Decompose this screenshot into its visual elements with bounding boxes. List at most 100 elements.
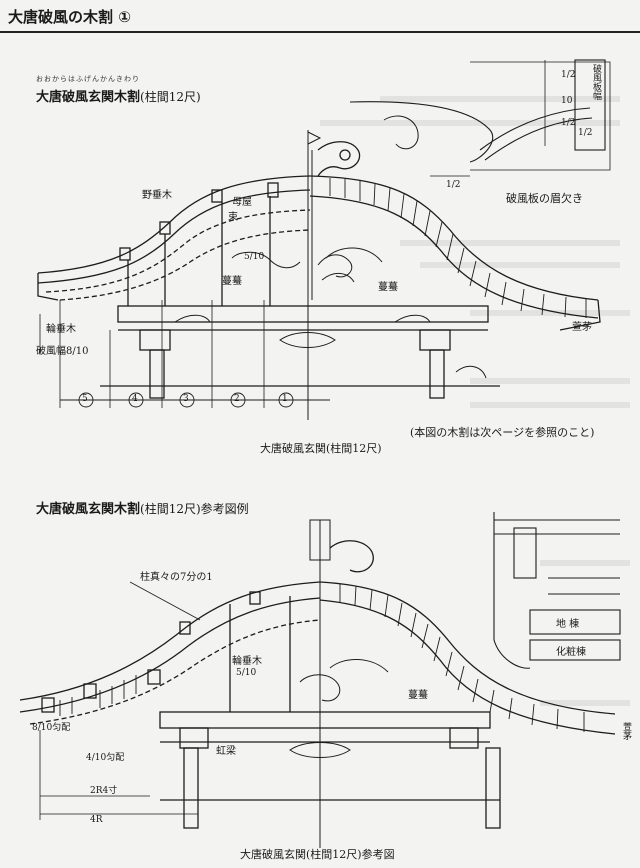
label-dim-2r4: 2R4寸 — [90, 786, 118, 796]
bleed-through-line — [470, 402, 630, 408]
ridge-finial — [309, 519, 331, 561]
inset-eyebrow-curve-2 — [484, 117, 593, 161]
purlin-moya — [211, 189, 223, 203]
wave2-ornament — [299, 674, 341, 702]
inset-ten: 10 — [561, 96, 573, 106]
section2-heading-text: 大唐破風玄関木割 — [36, 502, 141, 517]
section2-caption: 大唐破風玄関(柱間12尺)参考図 — [240, 848, 395, 861]
inset-board-curve — [349, 101, 494, 163]
page-title-badge: ① — [118, 8, 131, 26]
label-keshomune: 化粧棟 — [556, 647, 586, 658]
dim-mark-5: 5 — [82, 394, 88, 404]
page-title-text: 大唐破風の木割 — [8, 8, 114, 26]
label-kaya: 萱茅 — [621, 722, 631, 740]
ridge-detail-inset — [493, 512, 621, 669]
inset-frame — [470, 61, 611, 171]
lower-main-lintel — [159, 711, 491, 729]
kaerumata-right — [325, 247, 383, 263]
section1-note: (本図の木割は次ページを参照のこと) — [410, 426, 595, 439]
bleed-through-line — [540, 560, 630, 566]
label-hafu-haba: 破風幅8/10 — [36, 346, 89, 357]
kaerumata2 — [329, 658, 389, 673]
label-jimune: 地 棟 — [556, 619, 580, 630]
section1-heading: 大唐破風玄関木割(柱間12尺) — [36, 86, 201, 105]
scroll-right — [394, 314, 431, 323]
label-kaerumata-right: 蔓蟇 — [378, 282, 398, 293]
inset-vertical-label: 破風板幅 — [591, 64, 601, 100]
label-dim-4r: 4R — [90, 815, 103, 825]
label-ratio-510-2: 5/10 — [236, 668, 257, 678]
roof2-inner-curve — [319, 599, 616, 735]
purlin2-end — [41, 697, 55, 713]
label-kaerumata-left: 蔓蟇 — [222, 276, 242, 287]
roof-inner-curve — [309, 195, 599, 319]
upper-elevation — [37, 130, 601, 420]
label-hashira: 柱真々の7分の1 — [140, 572, 213, 583]
purlin2-top — [249, 591, 261, 605]
purlin2-mid — [179, 621, 191, 635]
label-ratio-510: 5/10 — [244, 252, 265, 262]
bleed-through-line — [540, 700, 630, 706]
scroll-left — [174, 314, 211, 323]
label-nodarekitsuki: 野垂木 — [142, 190, 172, 201]
gable-outer-curve — [37, 175, 311, 274]
purlin2-low — [147, 669, 161, 685]
post2-left — [183, 747, 199, 829]
roof-tile-hatching — [329, 178, 587, 318]
gable-inner-curve — [37, 189, 311, 284]
bracket2-right — [449, 727, 479, 749]
dim-mark-circles — [78, 392, 294, 408]
bleed-through-line — [400, 240, 620, 246]
roof-outer-curve — [309, 175, 599, 301]
ridge-detail-post — [513, 527, 537, 579]
post2-right — [485, 747, 501, 829]
label-ratio-small: 4/10匀配 — [86, 753, 125, 763]
inset-caption: 破風板の眉欠き — [506, 192, 583, 205]
gable2-hidden-curve — [29, 619, 321, 725]
gable-hidden-curve-2 — [59, 229, 311, 301]
label-kaerumata-2: 蔓蟇 — [408, 690, 428, 701]
label-moya: 母屋 — [232, 197, 252, 208]
bleed-through-line — [470, 310, 630, 316]
purlin2-eave — [83, 683, 97, 699]
label-koryo: 虹梁 — [216, 746, 236, 757]
section1-caption: 大唐破風玄関(柱間12尺) — [260, 442, 382, 455]
inset-detail — [349, 59, 611, 177]
ground-ridge-box — [529, 609, 621, 635]
bracket-right — [419, 329, 451, 351]
ridge-detail-outline — [493, 512, 531, 669]
section1-heading-text: 大唐破風玄関木割 — [36, 90, 141, 105]
dim-mark-1: 1 — [282, 394, 288, 404]
bleed-through-line — [420, 262, 620, 268]
gable2-outer-curve — [19, 581, 321, 701]
rafter-hatching — [59, 675, 137, 716]
section1-heading-paren: (柱間12尺) — [140, 90, 201, 104]
inset-scroll — [383, 115, 419, 150]
gable-hidden-curve — [45, 209, 311, 293]
label-kayaoi: 萱茅 — [572, 322, 592, 333]
inset-half-mid: 1/2 — [561, 118, 576, 128]
inset-sub: 1/2 — [578, 128, 593, 138]
page-title: 大唐破風の木割 ① — [8, 6, 131, 27]
post-left — [149, 349, 165, 399]
title-divider — [0, 31, 640, 33]
kaerumata-left — [231, 251, 301, 269]
section2-heading-paren: (柱間12尺)参考図例 — [140, 502, 249, 516]
bleed-through-line — [380, 96, 620, 102]
bracket-left — [139, 329, 171, 351]
dim-mark-3: 3 — [183, 394, 189, 404]
section2-heading: 大唐破風玄関木割(柱間12尺)参考図例 — [36, 498, 249, 517]
inset-eyebrow-curve — [479, 107, 591, 151]
post-scroll-right — [455, 365, 487, 379]
purlin-low — [119, 247, 131, 261]
bleed-through-line — [320, 120, 620, 126]
wave-ornament-2 — [321, 273, 355, 283]
inset-half-top: 1/2 — [561, 70, 576, 80]
section1-ruby: おおからはふげんかんきわり — [36, 75, 140, 83]
dim-mark-2: 2 — [234, 394, 240, 404]
onigawara2-ornament — [329, 540, 374, 573]
label-wadaruki-2: 輪垂木 — [232, 656, 262, 667]
label-ratio-left: 8/10匀配 — [32, 723, 71, 733]
onigawara-swirl — [339, 149, 351, 161]
inset-board — [574, 59, 606, 151]
